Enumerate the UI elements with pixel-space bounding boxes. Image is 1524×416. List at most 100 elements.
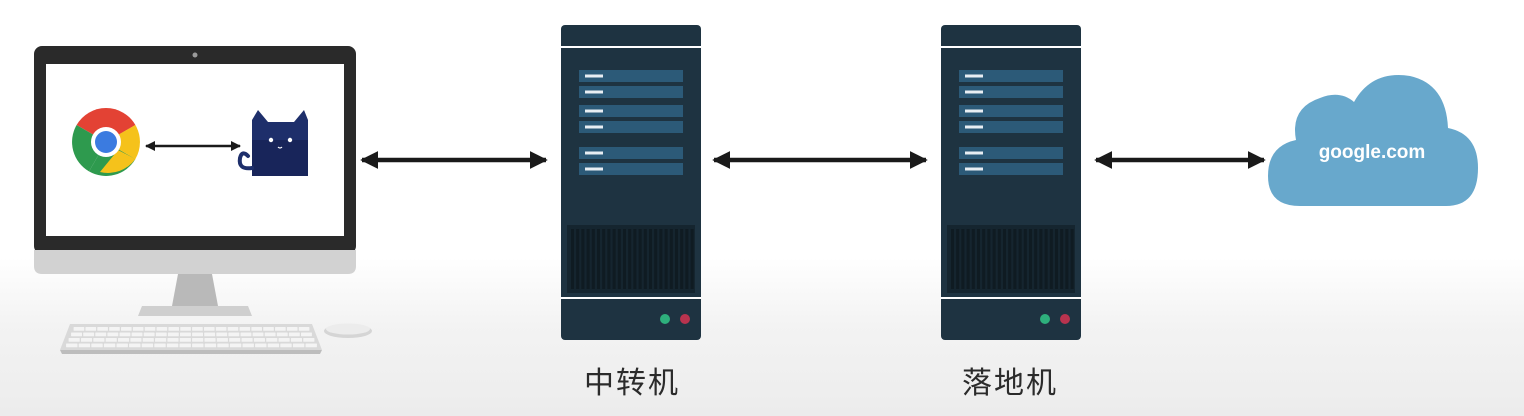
drive-light [585,90,603,94]
keyboard-key [228,332,240,337]
vent-slot [1065,229,1069,289]
vent-slot [659,229,663,289]
drive-light [585,151,603,155]
vent-slot [628,229,632,289]
vent-slot [982,229,986,289]
vent-slot [690,229,694,289]
vent-slot [1018,229,1022,289]
keyboard-key [91,343,103,348]
status-led-red [680,314,690,324]
keyboard-key [85,327,97,331]
drive-bay [959,121,1063,133]
keyboard-key [192,332,203,337]
keyboard-key [264,332,276,337]
keyboard-key [116,343,128,348]
vent-slot [607,229,611,289]
drive-light [965,167,983,171]
vent-slot [1013,229,1017,289]
keyboard-key [290,338,303,342]
vent-slot [1023,229,1027,289]
keyboard-key [229,338,241,342]
keyboard-key [305,343,317,348]
keyboard-key [93,338,105,342]
drive-bay [579,86,683,98]
vent-slot [581,229,585,289]
keyboard-key [97,327,108,331]
drive-bay [959,86,1063,98]
keyboard-key [132,327,144,331]
keyboard-key [107,332,119,337]
server-landing-icon [941,25,1081,340]
vent-slot [680,229,684,289]
keyboard-key [131,332,143,337]
keyboard-key [118,338,130,342]
keyboard-key [301,332,312,337]
relay-label: 中转机 [584,366,680,401]
keyboard-key [103,343,116,348]
drive-bay [579,70,683,82]
keyboard-key [241,338,253,342]
keyboard-key [121,327,132,331]
status-led-green [660,314,670,324]
keyboard-key [216,332,228,337]
vent-slot [685,229,689,289]
vent-slot [956,229,960,289]
mouse [324,323,372,338]
vent-slot [997,229,1001,289]
keyboard-key [156,327,168,331]
vent-slot [951,229,954,289]
keyboard-key [253,338,265,342]
vent-slot [638,229,642,289]
drive-light [585,74,603,78]
drive-bay [959,70,1063,82]
drive-bay [959,105,1063,117]
keyboard-key [119,332,131,337]
keyboard-key [143,332,155,337]
keyboard-key [298,327,310,331]
keyboard-key [227,327,239,331]
vent-slot [576,229,580,289]
keyboard-key [105,338,117,342]
keyboard-key [167,338,179,342]
vent-slot [586,229,590,289]
vent-slot [669,229,673,289]
keyboard-key [251,327,262,331]
vent-slot [602,229,606,289]
vent-slot [992,229,996,289]
monitor-stand [172,274,218,306]
drive-light [965,151,983,155]
keyboard-key [73,327,85,331]
vent-slot [597,229,600,289]
keyboard-key [155,332,167,337]
keyboard-key [278,338,290,342]
client-computer [34,46,372,354]
keyboard-key [142,338,154,342]
monitor-stand-base [138,306,252,316]
keyboard-key [129,343,141,348]
keyboard-key [292,343,305,348]
keyboard-key [179,343,191,348]
chrome-icon [72,108,140,176]
vent-slot [675,229,678,289]
keyboard-key [83,332,95,337]
keyboard-key [68,338,80,342]
keyboard-key [266,338,278,342]
vent-slot [1044,229,1048,289]
keyboard-key [109,327,120,331]
keyboard-key [229,343,242,348]
keyboard-key [204,343,217,348]
vent-slot [649,229,652,289]
keyboard-key [155,338,167,342]
keyboard-key [239,327,251,331]
keyboard-key [240,332,252,337]
keyboard-key [166,343,179,348]
vent-slot [977,229,980,289]
keyboard-key [242,343,254,348]
keyboard-key [144,327,156,331]
keyboard-key [192,327,203,331]
keyboard-key [267,343,280,348]
drive-light [965,90,983,94]
drive-bay [579,105,683,117]
vent-slot [1029,229,1032,289]
